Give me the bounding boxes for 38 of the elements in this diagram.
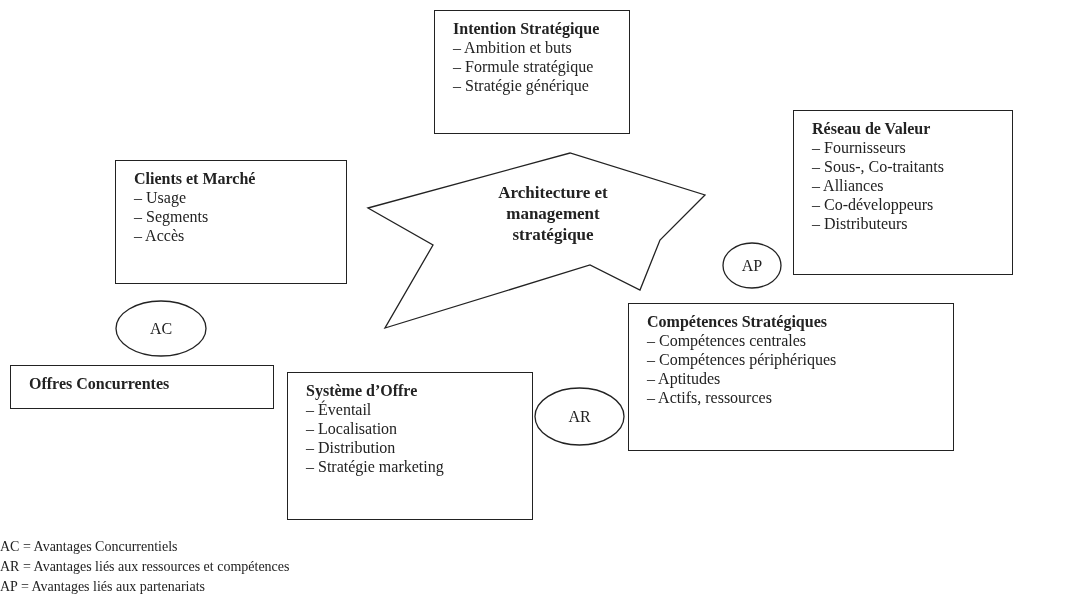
list-item: – Stratégie générique xyxy=(453,76,590,95)
text-box xyxy=(793,110,1013,275)
heading: Architecture et management stratégique xyxy=(497,182,609,245)
text-box xyxy=(10,365,274,409)
list-item: – Alliances xyxy=(812,176,885,195)
heading: Système d’Offre xyxy=(306,381,419,400)
heading: AC xyxy=(149,319,173,338)
list-item: – Stratégie marketing xyxy=(306,457,445,476)
legend-note: AR = Avantages liés aux ressources et compétences xyxy=(0,558,290,575)
list-item: – Formule stratégique xyxy=(453,57,595,76)
list-item: – Ambition et buts xyxy=(453,38,573,57)
list-item: – Compétences périphériques xyxy=(647,350,838,369)
heading: Intention Stratégique xyxy=(453,19,601,38)
list-item: – Accès xyxy=(134,226,186,245)
heading: Compétences Stratégiques xyxy=(647,312,828,331)
list-item: – Co-développeurs xyxy=(812,195,935,214)
list-item: – Aptitudes xyxy=(647,369,722,388)
text-box xyxy=(434,10,630,134)
heading: AR xyxy=(568,407,591,426)
text-box xyxy=(287,372,533,520)
list-item: – Fournisseurs xyxy=(812,138,907,157)
list-item: – Actifs, ressources xyxy=(647,388,773,407)
heading: Clients et Marché xyxy=(134,169,257,188)
list-item: – Segments xyxy=(134,207,210,226)
legend-note: AC = Avantages Concurrentiels xyxy=(0,538,178,555)
text-box xyxy=(628,303,954,451)
list-item: – Sous-, Co-traitants xyxy=(812,157,945,176)
list-item: – Usage xyxy=(134,188,187,207)
list-item: – Distribution xyxy=(306,438,397,457)
legend-note: AP = Avantages liés aux partenariats xyxy=(0,578,205,595)
list-item: – Distributeurs xyxy=(812,214,909,233)
text-box xyxy=(115,160,347,284)
list-item: – Éventail xyxy=(306,400,373,419)
heading: Réseau de Valeur xyxy=(812,119,932,138)
heading: AP xyxy=(741,256,763,275)
list-item: – Compétences centrales xyxy=(647,331,808,350)
list-item: – Localisation xyxy=(306,419,399,438)
heading: Offres Concurrentes xyxy=(29,374,171,393)
